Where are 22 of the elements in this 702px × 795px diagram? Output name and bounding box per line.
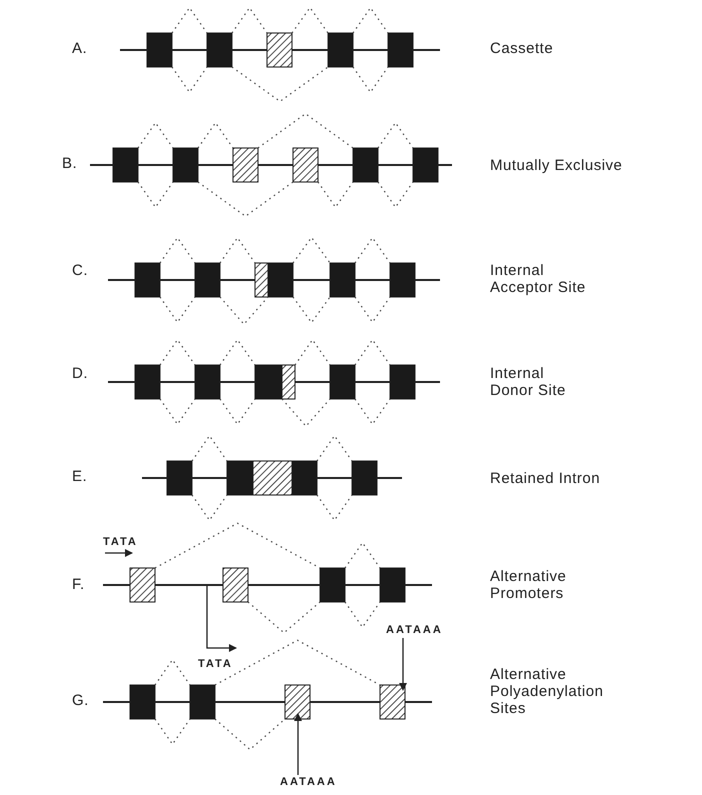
row-title: Alternative Polyadenylation Sites xyxy=(490,666,604,717)
site-label: AATAAA xyxy=(280,776,337,789)
row-title: Retained Intron xyxy=(490,470,600,487)
promoter-label: TATA xyxy=(198,657,233,672)
exon-block xyxy=(380,684,406,720)
leader-line xyxy=(399,638,407,691)
site-label: AATAAA xyxy=(386,624,443,637)
row-title: Mutually Exclusive xyxy=(490,157,622,174)
row-title: Internal Donor Site xyxy=(490,365,567,399)
row-title: Internal Acceptor Site xyxy=(490,262,587,296)
promoter-label: TATA xyxy=(103,535,138,550)
leader-line xyxy=(294,713,302,775)
row-letter: D. xyxy=(72,365,88,382)
row-letter: B. xyxy=(62,155,78,172)
row-letter: F. xyxy=(72,576,85,593)
row-letter: E. xyxy=(72,468,88,485)
row-letter: C. xyxy=(72,262,88,279)
row-letter: G. xyxy=(72,692,89,709)
row-title: Alternative Promoters xyxy=(490,568,568,602)
row-title: Cassette xyxy=(490,40,554,57)
row-letter: A. xyxy=(72,40,88,57)
exon-block xyxy=(284,684,310,720)
